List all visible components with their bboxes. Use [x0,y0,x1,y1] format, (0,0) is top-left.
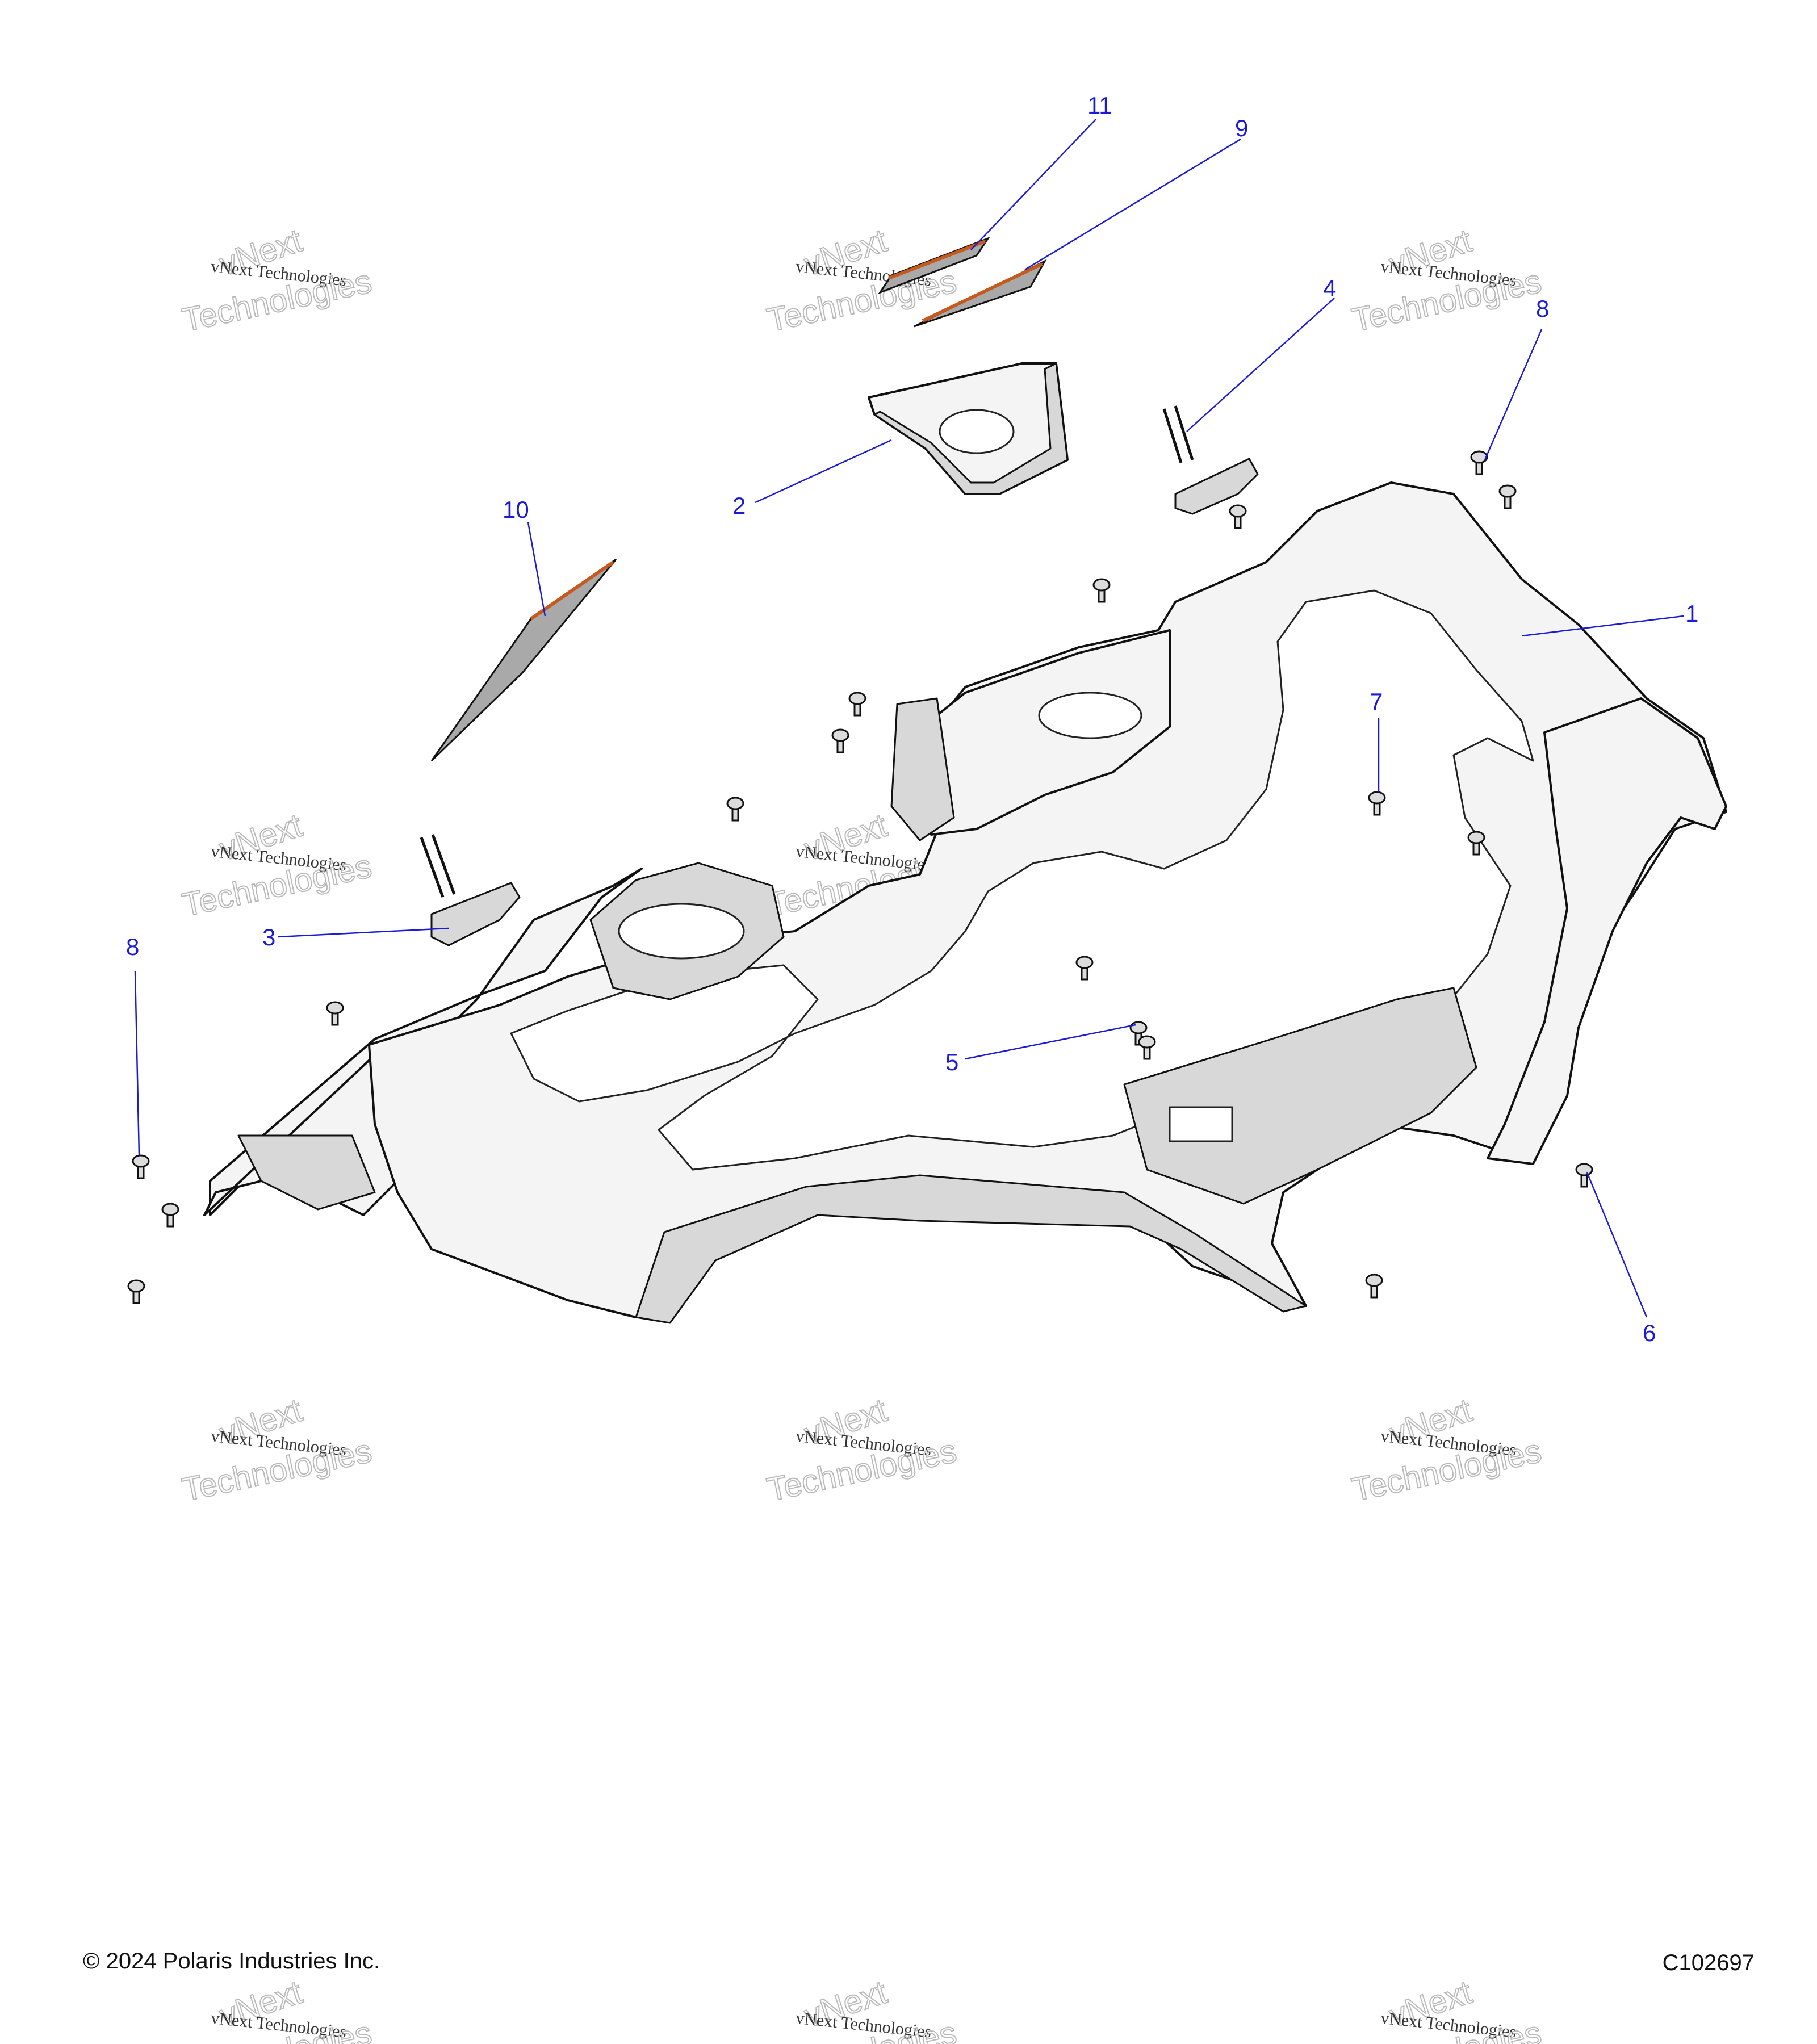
fastener [1075,956,1094,981]
fastener [1368,791,1386,816]
decal-9 [914,259,1047,328]
fastener-head [1365,1274,1383,1287]
fastener-head [326,1001,344,1015]
fastener-head [1498,484,1517,498]
fastener-head [726,797,744,810]
fastener-head [1092,578,1111,592]
fastener-head [1467,831,1485,844]
fastener [161,1203,179,1228]
fastener-head [127,1279,145,1293]
callout-9: 9 [1235,115,1248,141]
fastener [1092,578,1111,603]
callout-1: 1 [1685,600,1698,627]
fastener-head [831,728,849,742]
fastener [1365,1274,1383,1299]
fastener [1575,1163,1593,1188]
fastener [726,797,744,822]
fastener [132,1154,150,1179]
callout-labels: 11 9 4 8 2 10 1 7 3 8 5 6 [126,92,1698,1346]
fastener-head [1470,450,1488,464]
fastener [848,692,866,717]
fastener-head [1368,791,1386,805]
callout-10: 10 [503,496,529,523]
leader-lines [134,119,1684,1318]
fastener-head [848,692,866,705]
bracket-4 [1162,405,1259,515]
callout-7: 7 [1370,688,1383,715]
callout-8-left: 8 [126,933,139,960]
decal-10 [430,558,617,762]
callout-8-top: 8 [1536,295,1549,322]
fastener-head [161,1203,179,1216]
callout-6: 6 [1643,1320,1656,1346]
fasteners [127,450,1593,1304]
fastener [1470,450,1488,475]
fastener [127,1279,145,1304]
fastener [326,1001,344,1026]
decal-11 [878,236,990,295]
storage-tray [868,362,1069,495]
fastener [1138,1035,1156,1060]
copyright-text: © 2024 Polaris Industries Inc. [83,1949,380,1974]
fastener-head [1575,1163,1593,1176]
bracket-3 [420,834,521,946]
callout-5: 5 [945,1049,958,1075]
callout-2: 2 [732,492,746,519]
fastener-head [1138,1035,1156,1049]
fastener [1229,504,1247,529]
fastener-head [1129,1021,1148,1034]
main-body-panel [203,481,1727,1324]
callout-4: 4 [1323,275,1336,301]
fastener-head [1229,504,1247,518]
diagram-code: C102697 [1662,1950,1755,1975]
callout-3: 3 [262,924,275,950]
fastener-head [1075,956,1094,969]
fastener-head [132,1154,150,1168]
fastener [1498,484,1517,509]
fastener [1467,831,1485,856]
callout-11: 11 [1087,92,1112,119]
fastener [831,728,849,753]
